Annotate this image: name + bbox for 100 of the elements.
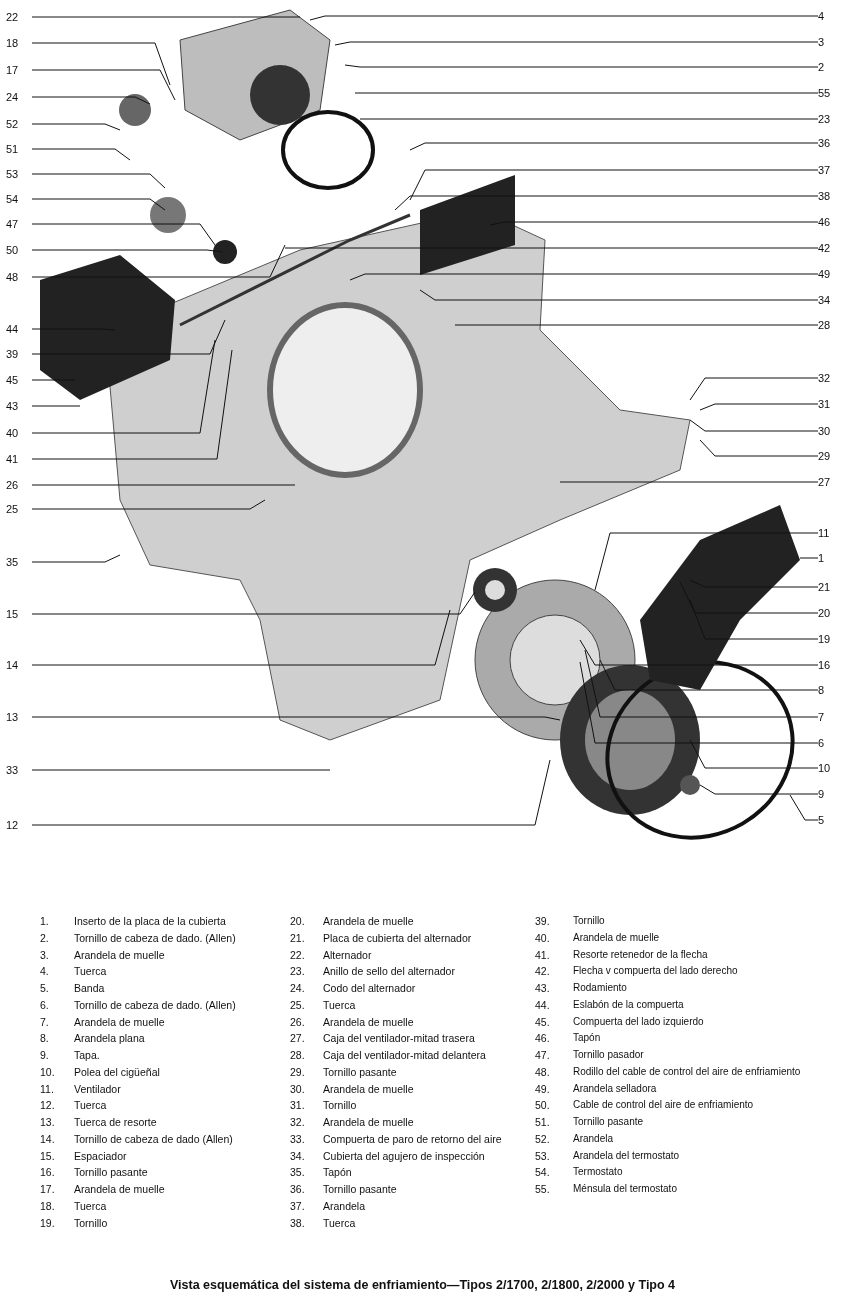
item-number: 11. [40,1081,54,1096]
part-name: Ventilador [74,1081,121,1096]
item-number: 18. [40,1198,55,1213]
leader-line [679,581,819,614]
leader-line [309,15,819,21]
item-number: 24. [290,981,305,995]
part-name: Arandela de muelle [74,947,165,962]
item-number: 31. [290,1098,305,1113]
part-name: Arandela [323,1198,366,1213]
leader-line [799,557,819,559]
item-number: 41. [535,947,550,962]
leader-line [31,554,121,563]
item-number: 48. [535,1064,550,1079]
part-name: Tornillo pasador [573,1048,644,1062]
item-number: 10. [40,1064,55,1079]
item-number: 21. [290,930,305,945]
item-number: 1. [40,914,49,928]
item-number: 42. [535,964,550,979]
part-name: Termostato [573,1165,623,1180]
leader-line [31,148,131,161]
item-number: 44. [535,997,550,1012]
item-number: 54. [535,1165,550,1180]
item-number: 5. [40,981,49,995]
part-name: Tuerca [323,997,356,1012]
item-number: 12. [40,1098,55,1113]
part-name: Tornillo pasante [323,1182,397,1196]
item-number: 53. [535,1148,550,1163]
item-number: 47. [535,1048,550,1062]
leader-line [559,481,819,483]
part-name: Arandela del termostato [573,1148,680,1163]
item-number: 39. [535,914,550,928]
leader-line [31,405,81,407]
leader-line [419,289,819,301]
item-number: 28. [290,1048,305,1062]
item-number: 32. [290,1115,305,1129]
part-name: Tuerca [74,1198,107,1213]
leader-line [31,198,166,211]
part-name: Tornillo de cabeza de dado (Allen) [74,1131,233,1146]
part-name: Cubierta del agujero de inspección [323,1148,485,1163]
part-name: Arandela [573,1131,614,1146]
part-name: Espaciador [74,1148,127,1163]
part-name: Tornillo [323,1098,357,1113]
part-name: Tuerca [74,1098,107,1113]
part-name: Arandela de muelle [323,914,414,928]
leader-line [31,609,451,666]
figure-caption: Vista esquemática del sistema de enfriamiento—Tipos 2/1700, 2/1800, 2/2000 y Tipo 4 [168,1278,677,1292]
part-name: Ménsula del termostato [573,1182,677,1196]
item-number: 23. [290,964,305,979]
leader-line [31,591,476,615]
item-number: 52. [535,1131,550,1146]
leader-line [31,499,266,510]
leader-line [31,42,171,86]
item-number: 20. [290,914,305,928]
leader-line [344,64,819,68]
part-name: Tornillo [573,914,605,928]
part-name: Tornillo de cabeza de dado. (Allen) [74,930,236,945]
part-name: Anillo de sello del alternador [323,964,455,979]
leader-line [789,794,819,821]
leader-line [699,784,819,795]
part-name: Arandela de muelle [323,1014,414,1029]
part-name: Arandela de muelle [323,1115,414,1129]
leader-line [699,403,819,411]
item-number: 46. [535,1031,550,1046]
part-name: Eslabón de la compuerta [573,997,684,1012]
leader-line [689,579,819,588]
item-number: 34. [290,1148,305,1163]
item-number: 36. [290,1182,305,1196]
leader-line [31,379,76,381]
part-name: Cable de control del aire de enfriamiento [573,1098,754,1113]
leader-line [31,69,176,101]
part-name: Alternador [323,947,372,962]
leader-line [409,169,819,201]
part-name: Inserto de la placa de la cubierta [74,914,226,928]
leader-line [31,759,551,826]
item-number: 27. [290,1031,305,1046]
leader-line [584,649,819,718]
leader-line [359,118,819,120]
leader-line [349,273,819,281]
leader-line [31,123,121,131]
item-number: 37. [290,1198,305,1213]
leader-line [31,16,301,18]
item-number: 25. [290,997,305,1012]
item-number: 4. [40,964,49,979]
item-number: 17. [40,1182,55,1196]
leader-line [31,349,233,460]
part-name: Tornillo de cabeza de dado. (Allen) [74,997,236,1012]
part-name: Resorte retenedor de la flecha [573,947,708,962]
part-name: Arandela de muelle [573,930,660,945]
item-number: 2. [40,930,49,945]
leader-line [579,639,819,666]
leader-line [489,221,819,226]
item-number: 6. [40,997,49,1012]
item-number: 8. [40,1031,49,1046]
item-number: 51. [535,1115,550,1129]
item-number: 30. [290,1081,305,1096]
leader-line [334,41,819,46]
leader-line [31,244,286,278]
leader-line [31,249,223,253]
part-name: Tapón [573,1031,601,1046]
part-name: Tapa. [74,1048,100,1062]
